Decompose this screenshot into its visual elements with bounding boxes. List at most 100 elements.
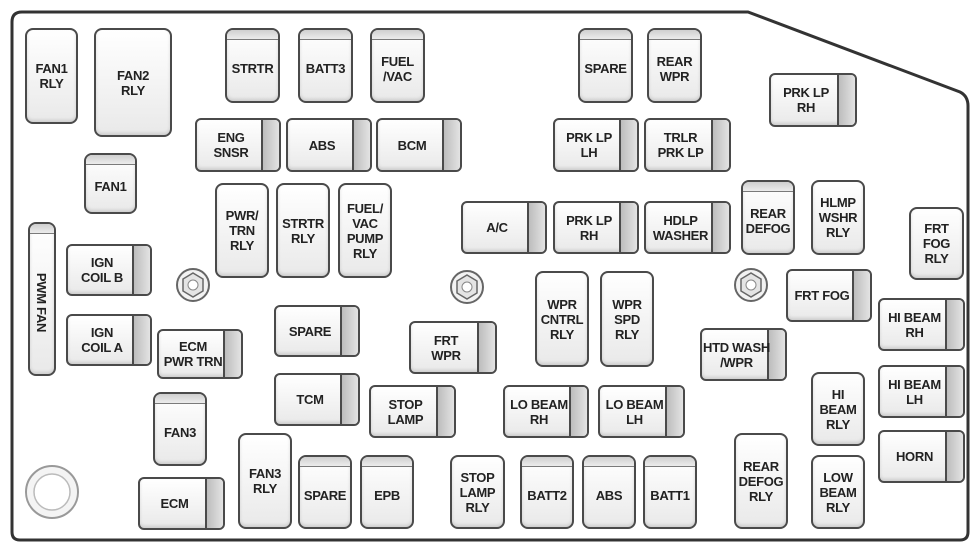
- fuse-ecm: ECM: [138, 477, 225, 530]
- fuse-label: FAN2 RLY: [116, 67, 150, 98]
- fuse-strtr-rly: STRTR RLY: [276, 183, 330, 278]
- fuse-label: FAN3: [163, 424, 197, 440]
- fuse-hi-beam-rh: HI BEAM RH: [878, 298, 965, 351]
- fuse-label: BATT1: [650, 487, 690, 503]
- fuse-label: ECM PWR TRN: [163, 339, 223, 369]
- fuse-label: FRT FOG RLY: [922, 221, 951, 266]
- fuse-label: REAR DEFOG: [745, 205, 791, 236]
- fuse-stop-lamp-rly: STOP LAMP RLY: [450, 455, 505, 529]
- fuse-stop-lamp: STOP LAMP: [369, 385, 456, 438]
- fuse-label: ECM: [160, 496, 189, 511]
- fuse-hdlp-washer: HDLP WASHER: [644, 201, 731, 254]
- fuse-frt-fog: FRT FOG: [786, 269, 872, 322]
- fuse-label: FUEL /VAC: [381, 53, 414, 84]
- fuse-label: ABS: [595, 487, 623, 503]
- fuse-fan3: FAN3: [153, 392, 207, 466]
- fuse-prk-lp-rh: PRK LP RH: [553, 201, 639, 254]
- fuse-rear-defog-rly: REAR DEFOG RLY: [734, 433, 788, 529]
- fuse-label: A/C: [486, 220, 508, 235]
- fuse-rear-wpr: REAR WPR: [647, 28, 702, 103]
- fuse-epb: EPB: [360, 455, 414, 529]
- fuse-spare-top: SPARE: [578, 28, 633, 103]
- fuse-prk-lp-lh: PRK LP LH: [553, 118, 639, 172]
- fuse-pwm-fan: PWM FAN: [28, 222, 56, 376]
- fuse-batt1: BATT1: [643, 455, 697, 529]
- fuse-label: ENG SNSR: [213, 130, 249, 160]
- fuse-wpr-cntrl-rly: WPR CNTRL RLY: [535, 271, 589, 367]
- mounting-bolt-left: [176, 268, 210, 302]
- fuse-trlr-prk-lp: TRLR PRK LP: [644, 118, 731, 172]
- fuse-label: PWR/ TRN RLY: [225, 208, 259, 253]
- fuse-label: ABS: [308, 137, 336, 153]
- fuse-wpr-spd-rly: WPR SPD RLY: [600, 271, 654, 367]
- fuse-label: HI BEAM LH: [888, 376, 941, 407]
- fuse-hi-beam-rly: HI BEAM RLY: [811, 372, 865, 446]
- fuse-label: TRLR PRK LP: [657, 130, 704, 160]
- fuse-label: LO BEAM LH: [605, 396, 664, 427]
- fuse-ign-coil-a: IGN COIL A: [66, 314, 152, 366]
- fuse-label: STRTR RLY: [282, 215, 324, 246]
- fuse-eng-snsr: ENG SNSR: [195, 118, 281, 172]
- fuse-ecm-pwr-trn: ECM PWR TRN: [157, 329, 243, 379]
- fuse-lo-beam-rh: LO BEAM RH: [503, 385, 589, 438]
- fuse-ign-coil-b: IGN COIL B: [66, 244, 152, 296]
- fuse-label: HI BEAM RLY: [819, 386, 857, 432]
- fuse-spare-bot: SPARE: [298, 455, 352, 529]
- fuse-label: HI BEAM RH: [888, 309, 941, 340]
- fuse-label: BATT2: [527, 487, 567, 503]
- fuse-label: HDLP WASHER: [652, 212, 709, 243]
- fuse-bcm: BCM: [376, 118, 462, 172]
- fuse-label: SPARE: [303, 487, 347, 503]
- fuse-label: BCM: [397, 137, 427, 153]
- fuse-tcm: TCM: [274, 373, 360, 426]
- fuse-label: STOP LAMP RLY: [459, 469, 496, 515]
- fuse-label: TCM: [296, 392, 324, 407]
- fuse-spare-mid: SPARE: [274, 305, 360, 357]
- fuse-label: SPARE: [584, 61, 627, 76]
- fuse-label: EPB: [374, 487, 400, 503]
- fuse-pwr-trn-rly: PWR/ TRN RLY: [215, 183, 269, 278]
- fuse-frt-wpr: FRT WPR: [409, 321, 497, 374]
- fuse-horn: HORN: [878, 430, 965, 483]
- fuse-rear-defog: REAR DEFOG: [741, 180, 795, 255]
- fuse-hi-beam-lh: HI BEAM LH: [878, 365, 965, 418]
- fuse-fan1: FAN1: [84, 153, 137, 214]
- fuse-label: PRK LP RH: [783, 85, 829, 115]
- fuse-strtr: STRTR: [225, 28, 280, 103]
- fuse-label: STOP LAMP: [387, 396, 424, 427]
- fuse-label: WPR CNTRL RLY: [540, 296, 584, 342]
- fuse-prk-lp-rh-top: PRK LP RH: [769, 73, 857, 127]
- fuse-fan2-rly: FAN2 RLY: [94, 28, 172, 137]
- fuse-label: HLMP WSHR RLY: [818, 195, 858, 240]
- fuse-label: FRT FOG: [794, 288, 850, 303]
- fuse-label: FAN1 RLY: [35, 61, 68, 91]
- fuse-label: STRTR: [231, 61, 274, 76]
- fuse-label: WPR SPD RLY: [612, 296, 642, 342]
- fuse-batt2: BATT2: [520, 455, 574, 529]
- fuse-abs-bot: ABS: [582, 455, 636, 529]
- fuse-frt-fog-rly: FRT FOG RLY: [909, 207, 964, 280]
- fuse-htd-wash-wpr: HTD WASH /WPR: [700, 328, 787, 381]
- fuse-label: FRT WPR: [431, 332, 461, 363]
- fuse-label: PRK LP RH: [566, 212, 612, 243]
- fuse-label: BATT3: [305, 61, 346, 76]
- fuse-hlmp-wshr-rly: HLMP WSHR RLY: [811, 180, 865, 255]
- mounting-post: [25, 465, 79, 519]
- fuse-label: SPARE: [288, 323, 332, 339]
- fuse-fan1-rly: FAN1 RLY: [25, 28, 78, 124]
- fuse-fuel-vac: FUEL /VAC: [370, 28, 425, 103]
- fuse-label: PWM FAN: [34, 272, 50, 332]
- fuse-label: FUEL/ VAC PUMP RLY: [346, 200, 384, 261]
- fuse-label: REAR WPR: [656, 53, 693, 84]
- fuse-label: FAN1: [94, 179, 127, 194]
- fuse-lo-beam-lh: LO BEAM LH: [598, 385, 685, 438]
- fuse-abs-top: ABS: [286, 118, 372, 172]
- fuse-fuel-vac-pump-rly: FUEL/ VAC PUMP RLY: [338, 183, 392, 278]
- fuse-label: IGN COIL B: [80, 255, 124, 285]
- fuse-label: FAN3 RLY: [248, 466, 282, 496]
- fuse-label: REAR DEFOG RLY: [738, 458, 784, 504]
- mounting-bolt-center: [450, 270, 484, 304]
- fuse-low-beam-rly: LOW BEAM RLY: [811, 455, 865, 529]
- mounting-bolt-right: [734, 268, 768, 302]
- fuse-label: LOW BEAM RLY: [819, 469, 857, 515]
